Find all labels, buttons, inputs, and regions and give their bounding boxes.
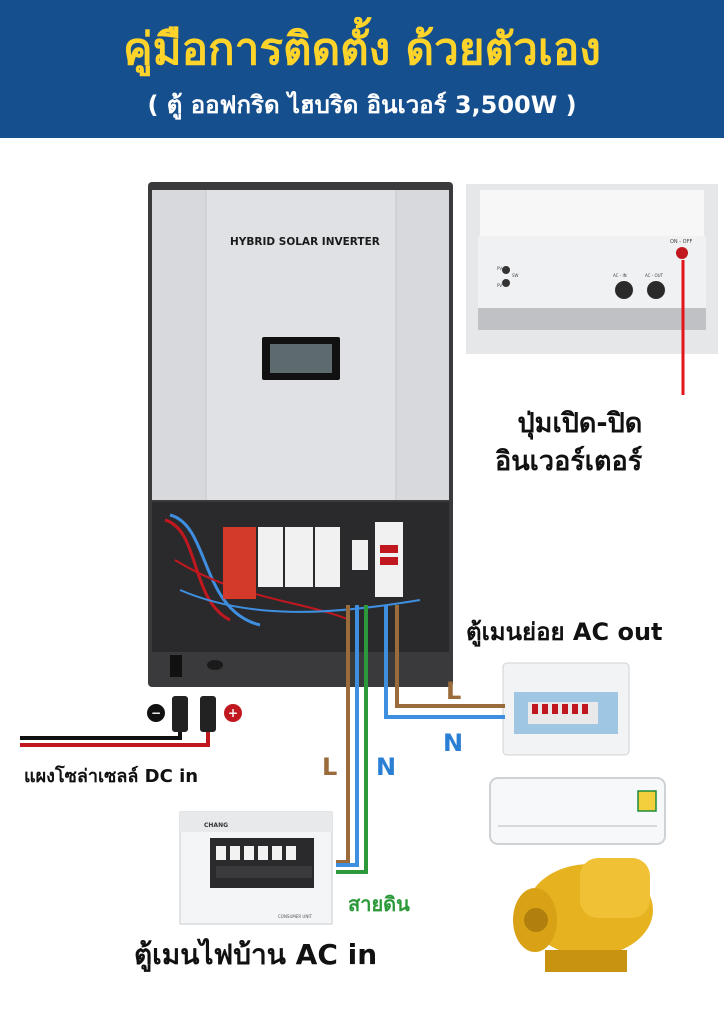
power-button-label: ปุ่มเปิด-ปิด อินเวอร์เตอร์ bbox=[495, 408, 643, 477]
header-banner bbox=[0, 0, 724, 138]
port-ac-out: AC - OUT bbox=[645, 273, 664, 278]
water-pump-icon bbox=[513, 858, 653, 972]
positive-sign: + bbox=[228, 706, 238, 720]
switch-label: ON - OFF bbox=[670, 239, 692, 245]
power-switch-icon bbox=[676, 247, 688, 259]
ground-wire bbox=[336, 605, 368, 874]
consumer-unit-caption: CONSUMER UNIT bbox=[278, 914, 313, 919]
main-consumer-panel bbox=[179, 811, 333, 925]
main-panel-label: ตู้เมนไฟบ้าน AC in bbox=[134, 938, 378, 971]
sub-panel-label: ตู้เมนย่อย AC out bbox=[466, 618, 663, 646]
consumer-unit-brand: CHANG bbox=[204, 822, 228, 829]
neutral-wire-in bbox=[336, 605, 359, 867]
inverter-unit bbox=[148, 182, 453, 687]
port-pv-pos: PV + bbox=[497, 266, 507, 271]
live-label-out: L bbox=[446, 677, 462, 705]
live-wire-out bbox=[395, 605, 505, 708]
page-title: คู่มือการติดตั้ง ด้วยตัวเอง bbox=[123, 24, 601, 75]
negative-sign: − bbox=[151, 706, 161, 720]
page-subtitle: ( ตู้ ออฟกริด ไฮบริด อินเวอร์ 3,500W ) bbox=[147, 91, 577, 119]
dc-negative-wire bbox=[20, 732, 182, 740]
neutral-label-in: N bbox=[376, 753, 397, 781]
port-sw: SW bbox=[512, 273, 519, 278]
sub-panel-ac-out bbox=[502, 662, 630, 756]
switch-photo bbox=[466, 184, 718, 354]
port-ac-in: AC - IN bbox=[613, 273, 627, 278]
negative-marker-icon bbox=[147, 704, 165, 722]
live-label-in: L bbox=[322, 753, 338, 781]
live-wire-in bbox=[336, 605, 350, 864]
dc-connectors bbox=[172, 696, 216, 732]
positive-marker-icon bbox=[224, 704, 242, 722]
neutral-label-out: N bbox=[443, 729, 464, 757]
surge-protector bbox=[223, 527, 256, 599]
dc-positive-wire bbox=[20, 732, 210, 747]
port-pv-neg: PV - bbox=[497, 283, 505, 288]
solar-panel-label: แผงโซล่าเซลล์ DC in bbox=[24, 766, 199, 787]
neutral-wire-out bbox=[384, 605, 505, 719]
air-conditioner-icon bbox=[489, 777, 666, 845]
ground-label: สายดิน bbox=[348, 892, 410, 916]
inverter-brand-text: HYBRID SOLAR INVERTER bbox=[230, 236, 380, 248]
